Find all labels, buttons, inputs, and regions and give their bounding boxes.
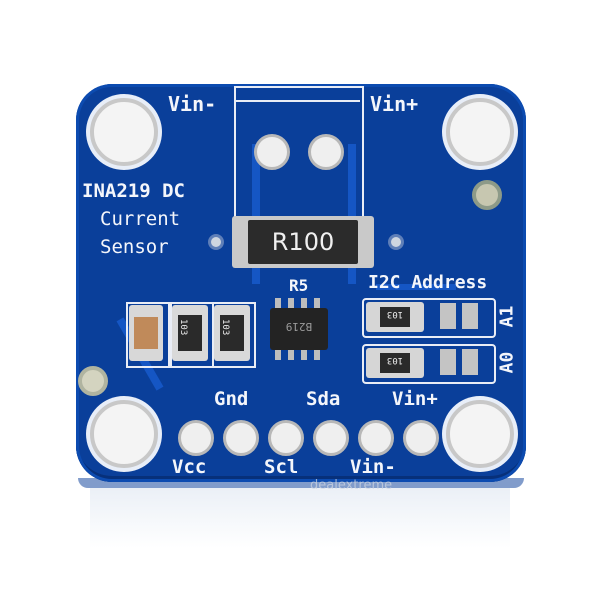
terminal-pad-vin-minus [254,134,290,170]
test-point [472,180,502,210]
header-pad-sda [313,420,349,456]
watermark: dealextreme [310,478,393,493]
chip-pin [288,298,294,308]
component-outline [126,302,170,368]
header-pad-vin-minus [358,420,394,456]
trace [252,144,260,284]
header-pad-gnd [223,420,259,456]
pin-label-gnd: Gnd [214,388,249,410]
ina219-chip: B219 [270,308,328,350]
resistor: 103 [172,305,208,361]
terminal-pad-vin-plus [308,134,344,170]
pin-label-scl: Scl [264,456,299,478]
mounting-hole-top-right [446,98,514,166]
header-pad-vin-plus [403,420,439,456]
jumper-pad [440,303,456,329]
jumper-a1-outline [362,298,496,338]
board-title-line-3: Sensor [100,236,169,258]
component-outline [212,302,256,368]
terminal-block-divider [234,86,360,102]
mounting-hole-bottom-right [446,400,514,468]
chip-pin [314,298,320,308]
pin-label-sda: Sda [306,388,341,410]
pin-label-vcc: Vcc [172,456,207,478]
pcb-board: Vin- Vin+ INA219 DC Current Sensor [76,84,526,482]
header-pad-scl [268,420,304,456]
shunt-resistor-body: R100 [248,220,358,264]
label-top-vin-plus: Vin+ [370,92,419,116]
chip-pin [275,350,281,360]
board-title-line-1: INA219 DC [82,180,185,202]
chip-pin [314,350,320,360]
jumper-pad [462,303,478,329]
chip-marking: B219 [285,320,313,333]
table-reflection [90,488,510,548]
board-title-line-2: Current [100,208,181,230]
jumper-a0-label: A0 [496,351,518,374]
trace [376,284,456,290]
pin-label-vin-minus: Vin- [350,456,396,478]
address-resistor-a1: 103 [366,302,424,332]
shunt-resistor-marking: R100 [271,228,335,256]
chip-pin [275,298,281,308]
designator-r5: R5 [289,276,309,295]
jumper-pad [462,349,478,375]
mounting-hole-bottom-left [90,400,158,468]
via [208,234,224,250]
chip-pin [288,350,294,360]
trace [348,144,356,284]
jumper-pad [440,349,456,375]
header-pad-vcc [178,420,214,456]
test-point [78,366,108,396]
via [388,234,404,250]
label-top-vin-minus: Vin- [168,92,217,116]
capacitor [129,305,163,361]
chip-pin [301,298,307,308]
mounting-hole-top-left [90,98,158,166]
pin-label-vin-plus: Vin+ [392,388,438,410]
board-edge [78,478,524,488]
shunt-resistor: R100 [232,216,374,268]
resistor: 103 [214,305,250,361]
address-resistor-a0: 103 [366,348,424,378]
chip-pin [301,350,307,360]
jumper-a0-outline [362,344,496,384]
jumper-a1-label: A1 [496,305,518,328]
i2c-address-label: I2C Address [368,272,488,293]
